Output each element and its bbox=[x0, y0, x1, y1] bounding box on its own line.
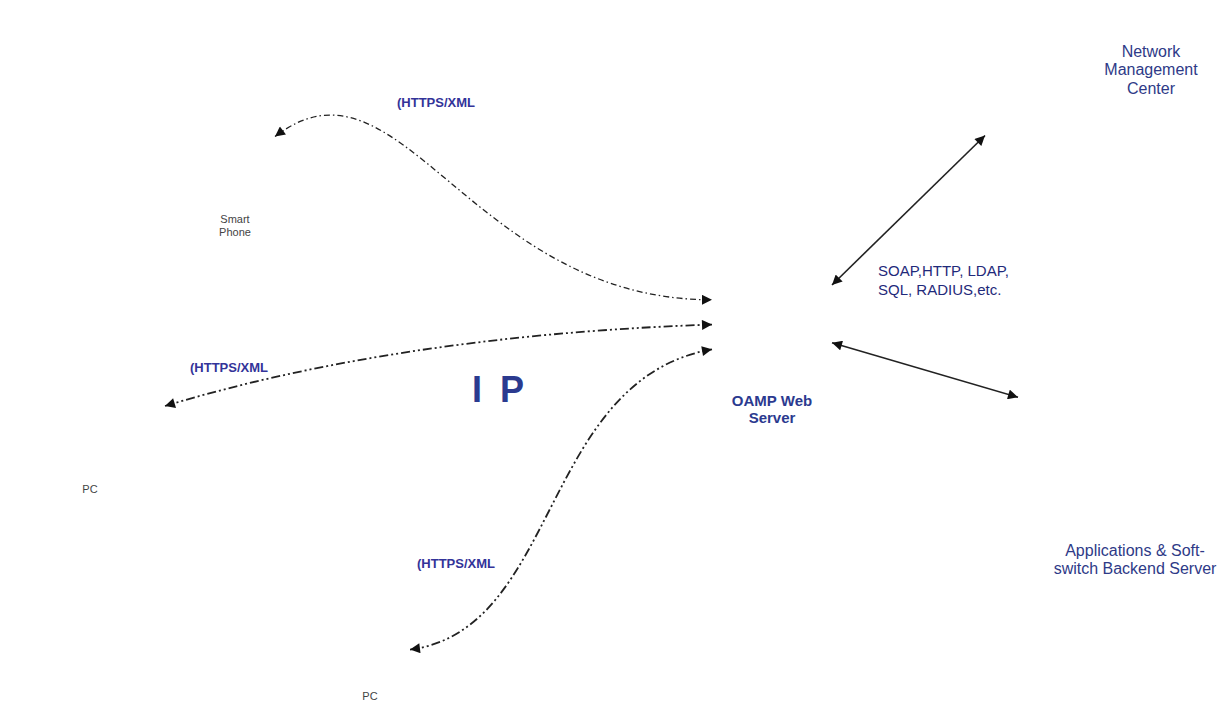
device-node: Smart Phone bbox=[195, 125, 275, 241]
pc-icon bbox=[30, 292, 163, 450]
node-label: Smart Phone bbox=[207, 213, 263, 238]
leader-line bbox=[333, 624, 345, 632]
server-node: OAMP Web Server bbox=[712, 280, 832, 445]
network-cloud: I P bbox=[280, 180, 710, 500]
node-label: Network Management Center bbox=[1083, 43, 1219, 98]
edge-label: (HTTPS/XML bbox=[415, 556, 497, 571]
leader-line bbox=[12, 140, 42, 292]
cloud-outline bbox=[280, 180, 710, 500]
connector bbox=[275, 115, 712, 300]
device-node: PC bbox=[15, 285, 165, 505]
node-label: PC bbox=[15, 483, 165, 496]
edge-label: (HTTPS/XML bbox=[395, 95, 477, 110]
server-icon bbox=[1020, 367, 1110, 512]
leader-line bbox=[230, 78, 240, 132]
leader-line bbox=[118, 140, 121, 292]
cloud-shape bbox=[307, 197, 695, 485]
device-node: PC bbox=[330, 628, 410, 708]
leader-line bbox=[193, 78, 215, 132]
node-label: PC bbox=[330, 690, 410, 703]
node-label: I P bbox=[450, 370, 550, 410]
connector bbox=[165, 325, 712, 406]
screen-thumbnail bbox=[10, 17, 123, 138]
pc-icon bbox=[348, 632, 395, 688]
edge-label: (HTTPS/XML bbox=[188, 360, 270, 375]
server-icon bbox=[743, 283, 798, 371]
screen-thumbnail bbox=[331, 576, 397, 622]
connector bbox=[410, 349, 712, 649]
protocol-note: SOAP,HTTP, LDAP, SQL, RADIUS,etc. bbox=[878, 262, 1016, 300]
server-node: Applications & Soft-switch Backend Serve… bbox=[1018, 362, 1224, 597]
server-icon bbox=[985, 40, 1075, 185]
node-label: Applications & Soft-switch Backend Serve… bbox=[1048, 542, 1222, 579]
smart-phone-icon bbox=[212, 131, 246, 187]
leader-line bbox=[388, 624, 395, 632]
screen-thumbnail bbox=[191, 16, 232, 76]
server-node: Network Management Center bbox=[985, 38, 1223, 188]
node-label: OAMP Web Server bbox=[712, 392, 832, 427]
connector bbox=[832, 343, 1018, 398]
